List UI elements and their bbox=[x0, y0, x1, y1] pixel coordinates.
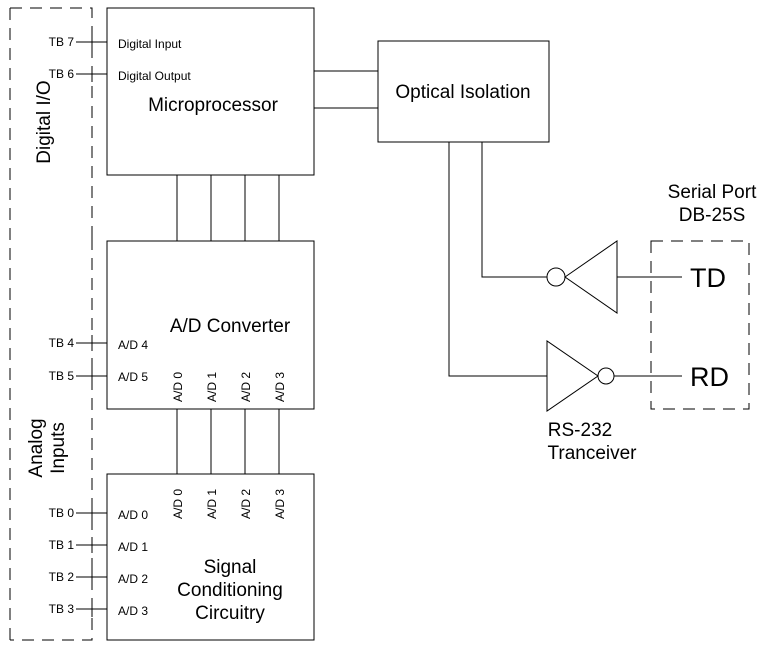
signal-conditioning-block bbox=[106, 473, 315, 641]
tb3-label: TB 3 bbox=[49, 602, 75, 616]
adc-port-ad2: A/D 2 bbox=[239, 372, 253, 402]
tb0-label: TB 0 bbox=[49, 506, 75, 520]
tb4-label: TB 4 bbox=[49, 336, 75, 350]
adc-port-ad3: A/D 3 bbox=[273, 372, 287, 402]
serial-port-title-line2: DB-25S bbox=[679, 205, 746, 226]
sc-top-port-ad1: A/D 1 bbox=[205, 489, 219, 519]
rd-receiver-inversion-bubble bbox=[597, 367, 615, 385]
sc-left-port-ad3: A/D 3 bbox=[118, 604, 148, 618]
td-driver-inversion-bubble bbox=[546, 267, 566, 287]
analog-inputs-group-border bbox=[10, 238, 93, 641]
analog-inputs-label-line1: Analog bbox=[26, 418, 47, 477]
digital-input-port-label: Digital Input bbox=[118, 37, 182, 51]
digital-io-group-border bbox=[10, 7, 93, 238]
signal-conditioning-title-line1: Signal bbox=[204, 557, 257, 578]
adc-title: A/D Converter bbox=[170, 316, 291, 337]
adc-port-ad4: A/D 4 bbox=[118, 338, 148, 352]
sc-top-port-ad2: A/D 2 bbox=[239, 489, 253, 519]
optical-isolation-block bbox=[377, 40, 550, 143]
tb6-label: TB 6 bbox=[49, 67, 75, 81]
signal-conditioning-title-line3: Circuitry bbox=[195, 603, 265, 624]
optical-isolation-title: Optical Isolation bbox=[395, 82, 530, 103]
serial-port-title-line1: Serial Port bbox=[668, 182, 757, 203]
serial-port-connector bbox=[650, 240, 750, 410]
analog-inputs-label-line2: Inputs bbox=[48, 422, 69, 474]
td-driver-triangle bbox=[564, 240, 618, 314]
td-pin-label: TD bbox=[690, 263, 726, 293]
signal-conditioning-title-line2: Conditioning bbox=[177, 580, 283, 601]
microprocessor-block bbox=[106, 7, 315, 176]
sc-left-port-ad1: A/D 1 bbox=[118, 540, 148, 554]
sc-top-port-ad3: A/D 3 bbox=[273, 489, 287, 519]
sc-left-port-ad0: A/D 0 bbox=[118, 508, 148, 522]
tb5-label: TB 5 bbox=[49, 369, 75, 383]
rd-receiver-triangle bbox=[546, 340, 599, 412]
tb7-label: TB 7 bbox=[49, 35, 75, 49]
digital-io-label: Digital I/O bbox=[34, 80, 55, 163]
adc-block bbox=[106, 240, 315, 410]
sc-top-port-ad0: A/D 0 bbox=[171, 489, 185, 519]
sc-left-port-ad2: A/D 2 bbox=[118, 572, 148, 586]
transceiver-label-line1: RS-232 bbox=[548, 420, 612, 441]
rd-pin-label: RD bbox=[690, 362, 729, 392]
tb2-label: TB 2 bbox=[49, 570, 75, 584]
rd-signal-wire bbox=[448, 142, 547, 377]
microprocessor-title: Microprocessor bbox=[148, 95, 279, 116]
adc-port-ad5: A/D 5 bbox=[118, 370, 148, 384]
adc-port-ad1: A/D 1 bbox=[205, 372, 219, 402]
transceiver-label-line2: Tranceiver bbox=[547, 443, 637, 464]
adc-port-ad0: A/D 0 bbox=[171, 372, 185, 402]
digital-output-port-label: Digital Output bbox=[118, 69, 191, 83]
tb1-label: TB 1 bbox=[49, 538, 75, 552]
td-signal-wire bbox=[481, 142, 547, 278]
